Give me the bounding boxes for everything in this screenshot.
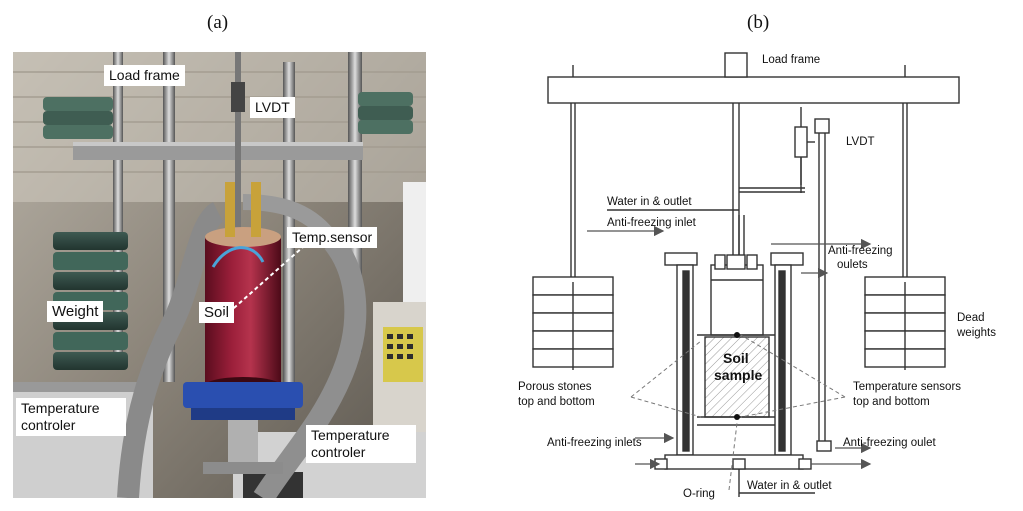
schematic-soil-label-2: sample xyxy=(714,367,762,383)
apparatus-photo: Load frame LVDT Temp.sensor Weight Soil … xyxy=(13,52,426,498)
panel-b-label: (b) xyxy=(747,12,770,33)
schematic-temperature-sensors-label-1: Temperature sensors xyxy=(853,381,961,393)
schematic-anti-freezing-oulets-label-1: Anti-freezing xyxy=(828,245,893,257)
photo-temp-sensor-label: Temp.sensor xyxy=(287,227,378,248)
photo-temp-controller-left-label: Temperature controler xyxy=(16,398,126,436)
photo-lvdt-label: LVDT xyxy=(250,97,295,118)
schematic-water-top-label: Water in & outlet xyxy=(607,196,692,208)
schematic-porous-stones-label-2: top and bottom xyxy=(518,396,595,408)
schematic-porous-stones-label-1: Porous stones xyxy=(518,381,592,393)
panel-a-label: (a) xyxy=(207,12,229,33)
apparatus-schematic: Load frame LVDT Water in & outlet Anti-f… xyxy=(518,52,996,500)
schematic-anti-freezing-oulets-label-2: oulets xyxy=(837,259,868,271)
schematic-temperature-sensors-label-2: top and bottom xyxy=(853,396,930,408)
schematic-dead-weights-label-2: weights xyxy=(956,327,996,339)
schematic-lvdt-label: LVDT xyxy=(846,136,875,148)
photo-callout-lines xyxy=(217,246,304,323)
schematic-soil-label-1: Soil xyxy=(723,350,749,366)
photo-temp-controller-right-label: Temperature controler xyxy=(306,425,416,463)
schematic-dead-weights-label-1: Dead xyxy=(957,312,985,324)
schematic-anti-freezing-oulet-label: Anti-freezing oulet xyxy=(843,437,936,449)
photo-weight-label: Weight xyxy=(47,301,104,322)
schematic-o-ring-label: O-ring xyxy=(683,488,715,500)
schematic-water-bottom-label: Water in & outlet xyxy=(747,480,832,492)
schematic-anti-freezing-inlets-label: Anti-freezing inlets xyxy=(547,437,642,449)
schematic-anti-freezing-inlet-label: Anti-freezing inlet xyxy=(607,217,697,229)
photo-load-frame-label: Load frame xyxy=(104,65,185,86)
schematic-load-frame-label: Load frame xyxy=(762,54,820,66)
